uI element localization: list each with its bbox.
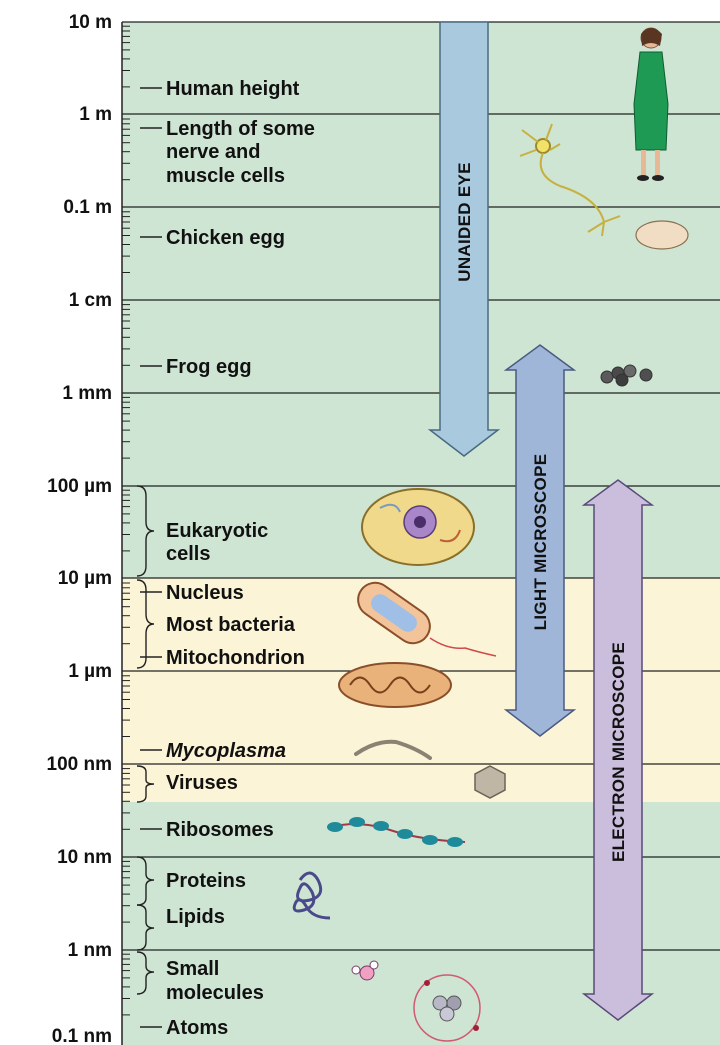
scale-label-100um: 100 µm — [47, 476, 112, 497]
label-most-bacteria: Most bacteria — [166, 614, 296, 636]
mitochondrion-illustration — [339, 663, 451, 707]
label-chicken-egg: Chicken egg — [166, 227, 285, 249]
unaided-eye-label: UNAIDED EYE — [455, 162, 474, 282]
label-mitochondrion: Mitochondrion — [166, 647, 305, 669]
scale-labels: 10 m 1 m 0.1 m 1 cm 1 mm 100 µm 10 µm 1 … — [47, 12, 112, 1045]
scale-label-1m: 1 m — [79, 104, 112, 125]
label-eukaryotic-line1: Eukaryotic — [166, 520, 268, 542]
label-viruses: Viruses — [166, 772, 238, 794]
label-eukaryotic-line2: cells — [166, 543, 210, 565]
scale-label-1nm: 1 nm — [68, 940, 112, 961]
label-nucleus: Nucleus — [166, 582, 244, 604]
label-nerve-line2: nerve and — [166, 141, 260, 163]
electron-microscope-label: ELECTRON MICROSCOPE — [609, 642, 628, 862]
label-lipids: Lipids — [166, 906, 225, 928]
label-human-height: Human height — [166, 78, 300, 100]
label-nerve-line1: Length of some — [166, 118, 315, 140]
virus-illustration — [475, 766, 505, 798]
label-ribosomes: Ribosomes — [166, 819, 274, 841]
label-atoms: Atoms — [166, 1017, 228, 1039]
scale-label-10nm: 10 nm — [57, 847, 112, 868]
scale-label-1um: 1 µm — [68, 661, 112, 682]
unaided-eye-range-arrow: UNAIDED EYE — [430, 22, 498, 456]
scale-label-0-1m: 0.1 m — [63, 197, 112, 218]
chicken-egg-illustration — [636, 221, 688, 249]
scale-label-10m: 10 m — [69, 12, 112, 33]
light-microscope-range-arrow: LIGHT MICROSCOPE — [506, 345, 574, 736]
label-frog-egg: Frog egg — [166, 356, 252, 378]
label-small-line2: molecules — [166, 982, 264, 1004]
electron-microscope-range-arrow: ELECTRON MICROSCOPE — [584, 480, 652, 1020]
label-proteins: Proteins — [166, 870, 246, 892]
label-mycoplasma: Mycoplasma — [166, 740, 286, 762]
eukaryotic-cell-illustration — [362, 489, 474, 565]
scale-label-10um: 10 µm — [58, 568, 112, 589]
scale-label-0-1nm: 0.1 nm — [52, 1026, 112, 1045]
light-microscope-label: LIGHT MICROSCOPE — [531, 454, 550, 631]
scale-label-1mm: 1 mm — [62, 383, 112, 404]
label-small-line1: Small — [166, 958, 219, 980]
scale-label-1cm: 1 cm — [69, 290, 112, 311]
scale-label-100nm: 100 nm — [47, 754, 112, 775]
label-nerve-line3: muscle cells — [166, 165, 285, 187]
